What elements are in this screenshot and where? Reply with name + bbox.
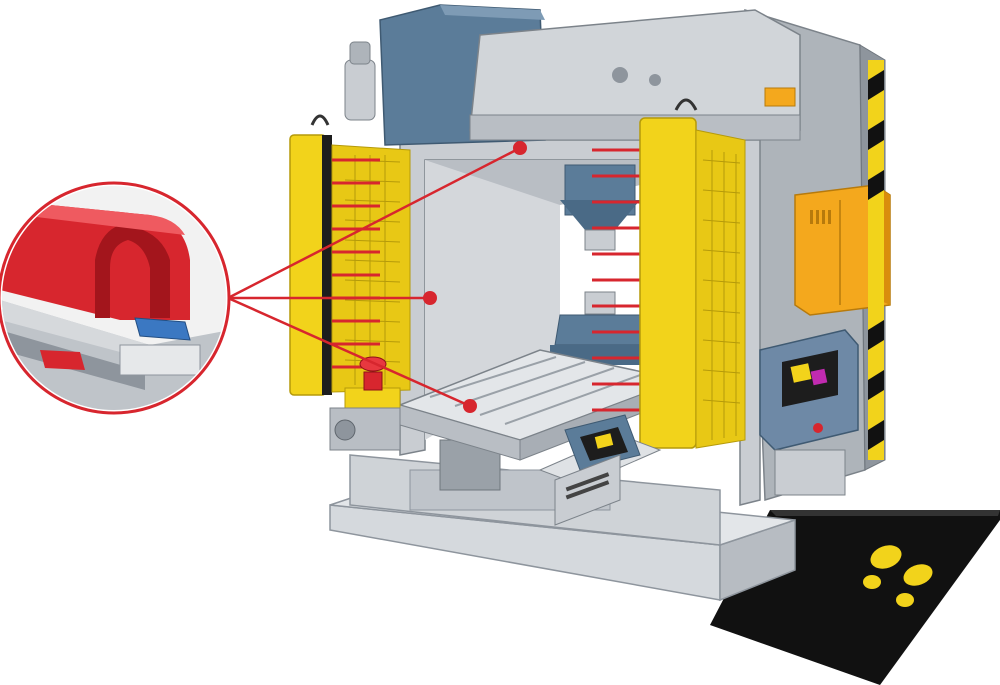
right-light-curtain [639, 98, 746, 449]
callout-point-middle [423, 291, 437, 305]
safety-edge-detail [0, 181, 231, 415]
lower-die [550, 291, 650, 365]
press-crown [469, 9, 801, 141]
callout-leaders [227, 146, 521, 408]
callout-point-upper [513, 141, 527, 155]
hazard-stripes [868, 60, 884, 460]
footprints-icon [863, 545, 933, 607]
emergency-stop [329, 356, 401, 451]
right-light-beams [592, 148, 640, 412]
upper-die [560, 164, 640, 251]
operator-panel [759, 329, 859, 496]
hmi-terminal [538, 414, 662, 526]
callout-points [423, 141, 527, 413]
callout-point-lower [463, 399, 477, 413]
